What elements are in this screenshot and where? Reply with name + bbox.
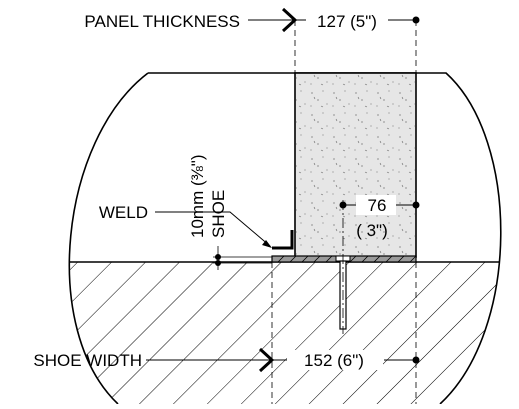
shoe-label: SHOE (209, 190, 228, 238)
concrete-panel (294, 72, 417, 258)
weld-symbol (272, 230, 294, 250)
weld-leader-arrow (262, 240, 272, 248)
stud-anchor (335, 200, 351, 334)
panel-thickness-dimension (248, 7, 420, 73)
weld-label: WELD (99, 203, 148, 222)
shoe-hatch (277, 255, 417, 263)
panel-thickness-label: PANEL THICKNESS (84, 12, 240, 31)
shoe-thickness-marks (213, 246, 272, 270)
base-hatch (69, 262, 501, 404)
panel-thickness-value: 127 (5") (317, 12, 377, 31)
stud-spacing-dimension (339, 201, 420, 209)
stud-spacing-imperial: ( 3") (356, 221, 388, 240)
stud-spacing-value: 76 (368, 196, 387, 215)
section-body (69, 261, 501, 404)
section-outline (68, 72, 502, 405)
shoe-thickness-label: 10mm (⅜") (188, 155, 207, 239)
shoe-width-value: 152 (6") (304, 351, 364, 370)
weld-leader (155, 211, 271, 247)
shoe-width-label: SHOE WIDTH (33, 351, 142, 370)
shoe-width-dimension (146, 262, 420, 404)
